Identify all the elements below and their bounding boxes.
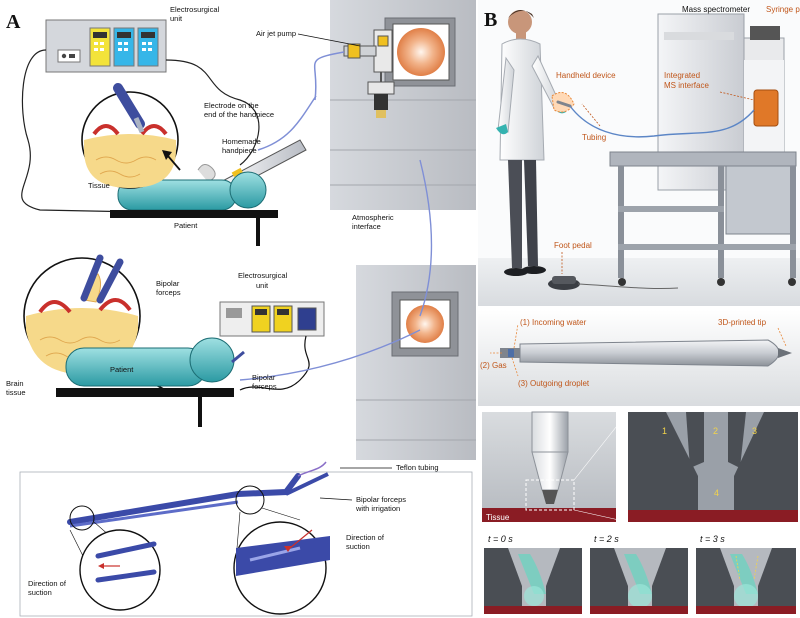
svg-text:forceps: forceps bbox=[252, 382, 277, 391]
svg-text:unit: unit bbox=[256, 281, 269, 290]
ms-instrument-bottom bbox=[356, 265, 476, 460]
syringe-pump-device bbox=[750, 26, 780, 40]
svg-text:handpiece: handpiece bbox=[222, 146, 257, 155]
panel-d-tip-detail: Tissue 1 2 3 4 t bbox=[482, 411, 798, 614]
time-frame-3 bbox=[696, 548, 796, 614]
time-frame-2 bbox=[590, 548, 688, 614]
svg-text:suction: suction bbox=[346, 542, 370, 551]
tubing-line bbox=[569, 105, 755, 138]
svg-text:suction: suction bbox=[28, 588, 52, 597]
label-mass-spectrometer: Mass spectrometer bbox=[682, 5, 750, 14]
label-bipolar-forceps-bottom: Bipolar bbox=[252, 373, 276, 382]
instrument-cart bbox=[609, 151, 797, 286]
label-gas: (2) Gas bbox=[480, 361, 507, 370]
label-direction-suction-left: Direction of bbox=[28, 579, 67, 588]
svg-text:interface: interface bbox=[352, 222, 381, 231]
label-tubing: Tubing bbox=[582, 133, 606, 142]
cables-top bbox=[21, 49, 260, 213]
label-atmospheric-interface: Atmospheric bbox=[352, 213, 394, 222]
ms-instrument-top bbox=[330, 0, 476, 210]
integrated-ms-interface-box bbox=[753, 89, 779, 127]
svg-text:MS interface: MS interface bbox=[664, 81, 709, 90]
panel-a-diagram: A Electrosur bbox=[6, 0, 476, 617]
label-outgoing-droplet: (3) Outgoing droplet bbox=[518, 379, 590, 388]
label-integrated-ms: Integrated bbox=[664, 71, 700, 80]
suction-zoom-left bbox=[79, 529, 161, 611]
label-tissue-d: Tissue bbox=[486, 513, 510, 522]
patient-top bbox=[110, 171, 278, 246]
channel-label-1: 1 bbox=[662, 426, 667, 436]
label-direction-suction-right: Direction of bbox=[346, 533, 385, 542]
handheld-device bbox=[551, 91, 575, 113]
tissue-zoom-circle bbox=[81, 83, 179, 189]
panel-a-letter: A bbox=[6, 11, 21, 33]
label-electrosurgical-unit-2: Electrosurgical bbox=[238, 271, 288, 280]
3d-printed-device bbox=[500, 339, 792, 367]
channel-label-2: 2 bbox=[713, 426, 718, 436]
suction-zoom-right bbox=[233, 521, 330, 615]
panel-a: A Electrosur bbox=[6, 0, 476, 617]
panel-c: (1) Incoming water (2) Gas (3) Outgoing … bbox=[478, 310, 800, 406]
patient-bottom bbox=[56, 337, 245, 427]
panel-b-letter: B bbox=[484, 9, 497, 31]
forceps-detail-frame bbox=[19, 471, 473, 617]
label-electrode: Electrode on the bbox=[204, 101, 259, 110]
label-electrosurgical-unit: Electrosurgical bbox=[170, 5, 220, 14]
foot-pedal bbox=[548, 276, 679, 290]
label-air-jet-pump: Air jet pump bbox=[256, 29, 296, 38]
channel-cross-section: 1 2 3 4 bbox=[628, 412, 798, 522]
label-syringe-pump: Syringe pump bbox=[766, 5, 800, 14]
label-patient-bottom: Patient bbox=[110, 365, 134, 374]
electrosurgical-unit-top bbox=[45, 19, 167, 73]
tube-top bbox=[313, 51, 345, 101]
time-label-3: t = 3 s bbox=[700, 534, 725, 544]
atmospheric-interface-disk bbox=[397, 28, 445, 76]
label-brain-tissue: Brain bbox=[6, 379, 24, 388]
label-handheld-device: Handheld device bbox=[556, 71, 616, 80]
svg-text:end of the handpiece: end of the handpiece bbox=[204, 110, 274, 119]
air-jet-pump bbox=[343, 29, 395, 118]
label-3d-printed-tip: 3D-printed tip bbox=[718, 318, 767, 327]
time-label-0: t = 0 s bbox=[488, 534, 513, 544]
svg-text:forceps: forceps bbox=[156, 288, 181, 297]
label-homemade-handpiece: Homemade bbox=[222, 137, 261, 146]
svg-text:tissue: tissue bbox=[6, 388, 26, 397]
label-electrosurgical-unit-line2: unit bbox=[170, 14, 183, 23]
label-foot-pedal: Foot pedal bbox=[554, 241, 592, 250]
time-label-2: t = 2 s bbox=[594, 534, 619, 544]
panel-b-illustration: B bbox=[478, 0, 800, 306]
label-teflon-tubing: Teflon tubing bbox=[396, 463, 439, 472]
label-bipolar-forceps-irrigation: Bipolar forceps bbox=[356, 495, 406, 504]
tip-on-tissue: Tissue bbox=[482, 411, 616, 522]
panel-c-device: (1) Incoming water (2) Gas (3) Outgoing … bbox=[478, 310, 800, 406]
panel-d: Tissue 1 2 3 4 t bbox=[478, 410, 800, 618]
label-bipolar-forceps-top: Bipolar bbox=[156, 279, 180, 288]
time-frame-0 bbox=[484, 548, 582, 614]
channel-label-4: 4 bbox=[714, 488, 719, 498]
channel-label-3: 3 bbox=[752, 426, 757, 436]
electrosurgical-unit-bottom bbox=[219, 301, 325, 337]
svg-text:with irrigation: with irrigation bbox=[355, 504, 400, 513]
label-tissue: Tissue bbox=[88, 181, 110, 190]
surgeon-figure bbox=[496, 10, 566, 276]
label-incoming-water: (1) Incoming water bbox=[520, 318, 587, 327]
label-patient-top: Patient bbox=[174, 221, 198, 230]
panel-b: B bbox=[478, 0, 800, 306]
